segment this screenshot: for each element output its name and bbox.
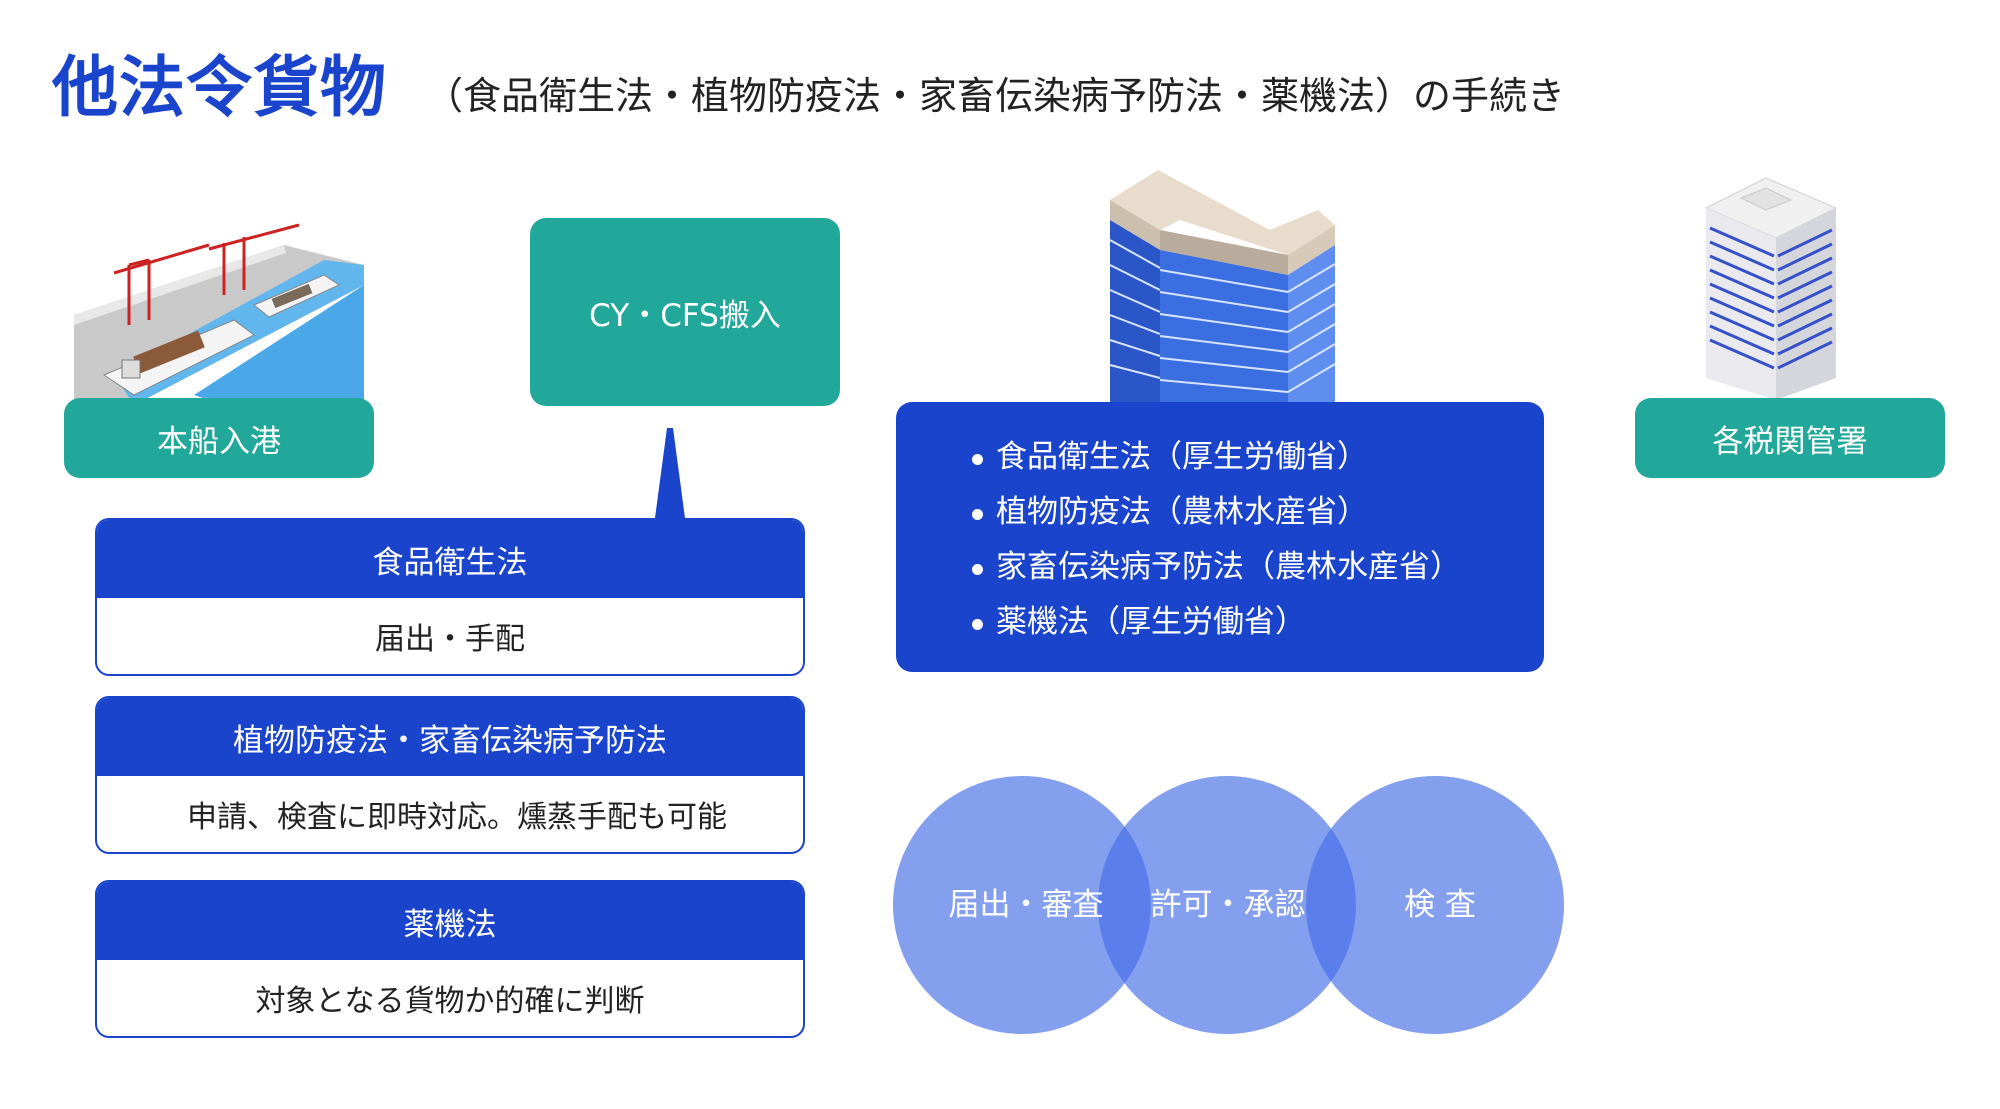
law-card-plant-animal: 植物防疫法・家畜伝染病予防法 申請、検査に即時対応。燻蒸手配も可能 <box>95 696 805 854</box>
law-card-detail: 申請、検査に即時対応。燻蒸手配も可能 <box>187 800 727 835</box>
ministry-list: 食品衛生法（厚生労働省） 植物防疫法（農林水産省） 家畜伝染病予防法（農林水産省… <box>972 430 1544 650</box>
ministry-building-illustration <box>1109 170 1336 405</box>
process-label-approval: 許可・承認 <box>1150 887 1306 923</box>
ministry-list-item: 家畜伝染病予防法（農林水産省） <box>972 540 1544 595</box>
law-card-detail: 対象となる貨物か的確に判断 <box>255 984 645 1019</box>
process-label-inspection: 検 査 <box>1404 887 1476 923</box>
law-card-title: 食品衛生法 <box>97 520 803 598</box>
ministry-panel: 食品衛生法（厚生労働省） 植物防疫法（農林水産省） 家畜伝染病予防法（農林水産省… <box>896 402 1544 672</box>
node-honsen: 本船入港 <box>64 398 374 478</box>
ministry-list-item: 食品衛生法（厚生労働省） <box>972 430 1544 485</box>
node-cy-cfs: CY・CFS搬入 <box>530 218 840 406</box>
law-card-title: 薬機法 <box>97 882 803 960</box>
callout-pointer <box>655 428 685 518</box>
page-subtitle: （食品衛生法・植物防疫法・家畜伝染病予防法・薬機法）の手続き <box>425 74 1566 118</box>
node-zeikan: 各税関管署 <box>1635 398 1945 478</box>
law-card-food-sanitation: 食品衛生法 届出・手配 <box>95 518 805 676</box>
process-label-filing: 届出・審査 <box>948 887 1104 923</box>
page-title: 他法令貨物 <box>52 49 387 126</box>
ministry-list-item: 薬機法（厚生労働省） <box>972 595 1544 650</box>
customs-building-illustration <box>1704 177 1838 400</box>
ministry-list-item: 植物防疫法（農林水産省） <box>972 485 1544 540</box>
law-card-title: 植物防疫法・家畜伝染病予防法 <box>97 698 803 776</box>
law-card-detail: 届出・手配 <box>375 622 525 657</box>
law-card-pharma: 薬機法 対象となる貨物か的確に判断 <box>95 880 805 1038</box>
process-circle-inspection <box>1306 776 1564 1034</box>
port-illustration <box>74 223 364 405</box>
